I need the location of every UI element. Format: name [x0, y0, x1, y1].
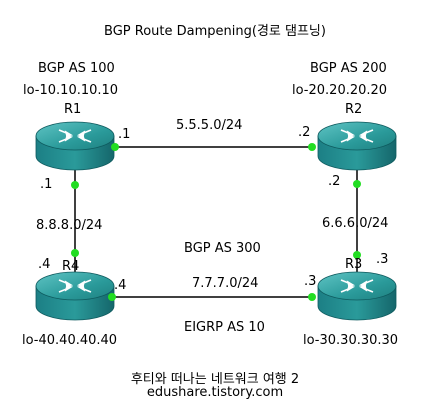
link-r3-r4-end-b: .4 — [114, 278, 127, 293]
r4-loopback: lo-40.40.40.40 — [22, 333, 118, 348]
router-r1-icon[interactable] — [35, 121, 115, 171]
r4-name: R4 — [62, 259, 80, 274]
router-r4-icon[interactable] — [35, 271, 115, 321]
r3-name: R3 — [345, 257, 363, 272]
r1-as-label: BGP AS 100 — [38, 61, 115, 76]
r2-as-label: BGP AS 200 — [310, 61, 387, 76]
interface-dot-r1-r4-a — [71, 181, 79, 189]
r3-loopback: lo-30.30.30.30 — [303, 333, 399, 348]
link-r2-r3-end-b: .3 — [376, 252, 389, 267]
interface-dot-r2-r3-a — [353, 180, 361, 188]
interface-dot-r1-r2-a — [111, 143, 119, 151]
bgp-as-300-label: BGP AS 300 — [184, 241, 261, 256]
link-r3-r4-end-a: .3 — [304, 274, 317, 289]
footer-line1: 후티와 떠나는 네트워크 여행 2 — [130, 372, 300, 387]
diagram-title: BGP Route Dampening(경로 댐프닝) — [104, 24, 326, 39]
router-r3-icon[interactable] — [317, 271, 397, 321]
r2-name: R2 — [345, 102, 363, 117]
interface-dot-r1-r4-b — [71, 249, 79, 257]
interface-dot-r3-r4-b — [108, 293, 116, 301]
interface-dot-r3-r4-a — [308, 293, 316, 301]
link-r2-r3-network: 6.6.6.0/24 — [322, 216, 389, 231]
interface-dot-r1-r2-b — [308, 143, 316, 151]
link-r1-r2-end-b: .2 — [298, 125, 311, 140]
link-r1-r2-network: 5.5.5.0/24 — [176, 118, 243, 133]
router-r2-icon[interactable] — [317, 121, 397, 171]
link-r3-r4-network: 7.7.7.0/24 — [192, 276, 259, 291]
link-r1-r4-network: 8.8.8.0/24 — [36, 218, 103, 233]
r1-name: R1 — [64, 102, 82, 117]
link-r1-r4-end-b: .4 — [38, 257, 51, 272]
eigrp-label: EIGRP AS 10 — [184, 320, 265, 335]
interface-dot-r2-r3-b — [353, 251, 361, 259]
link-r2-r3-end-a: .2 — [328, 174, 341, 189]
r1-loopback: lo-10.10.10.10 — [23, 83, 119, 98]
link-r1-r2-end-a: .1 — [118, 127, 131, 142]
footer-line2: edushare.tistory.com — [146, 385, 284, 400]
r2-loopback: lo-20.20.20.20 — [292, 83, 388, 98]
link-r1-r4-end-a: .1 — [40, 177, 53, 192]
